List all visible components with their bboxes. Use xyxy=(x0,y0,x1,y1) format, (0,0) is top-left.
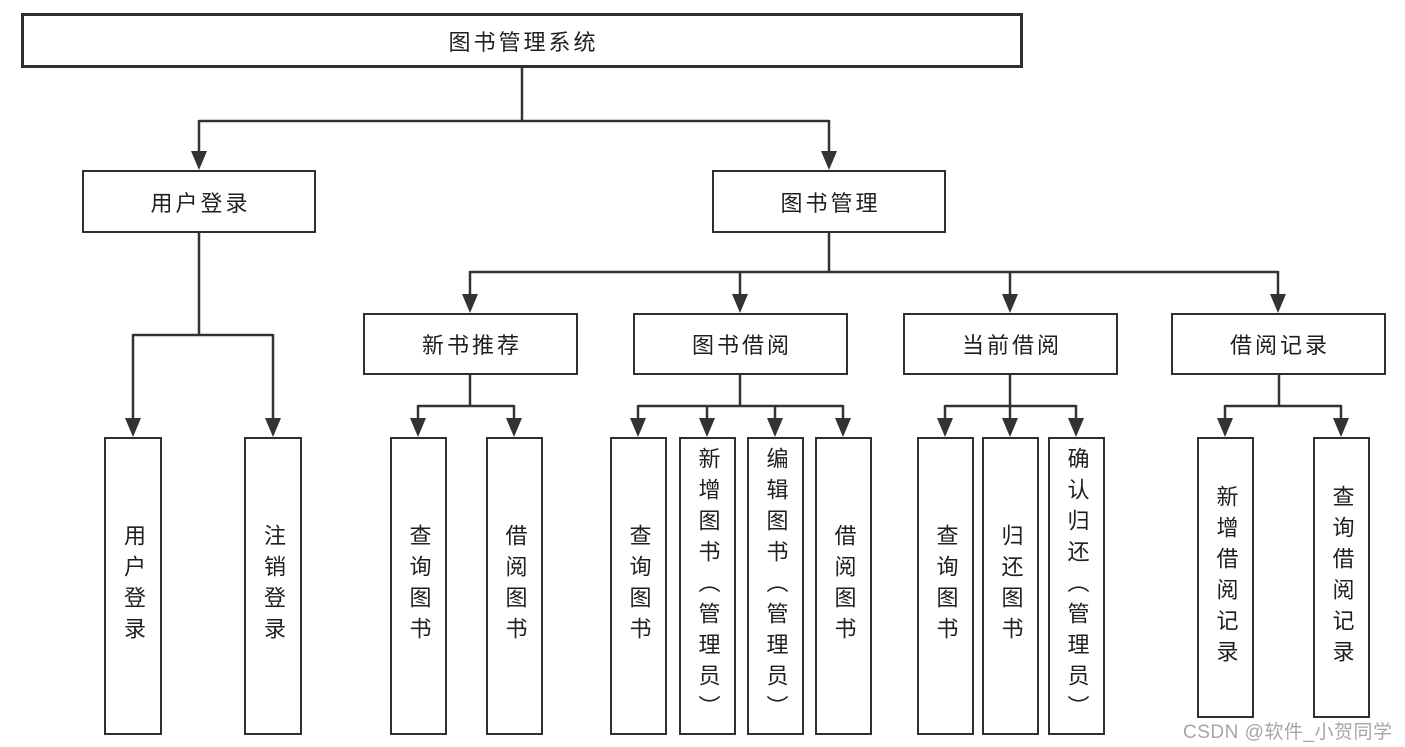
node-new-book-recommend-label: 新书推荐 xyxy=(421,333,522,358)
arrow-down-icons xyxy=(125,151,1349,437)
leaf-query-borrow-record-label: 查询借阅记录 xyxy=(1329,484,1355,671)
leaf-user-login: 用户登录 xyxy=(104,437,162,735)
node-new-book-recommend: 新书推荐 xyxy=(363,313,578,375)
leaf-logout-label: 注销登录 xyxy=(261,524,286,648)
node-book-borrowing: 图书借阅 xyxy=(633,313,848,375)
node-book-management-label: 图书管理 xyxy=(780,190,881,216)
node-current-borrowing: 当前借阅 xyxy=(903,313,1118,375)
leaf-query-borrow-record: 查询借阅记录 xyxy=(1313,437,1370,718)
node-root: 图书管理系统 xyxy=(21,13,1023,68)
leaf-add-borrow-record-label: 新增借阅记录 xyxy=(1213,484,1239,671)
connector-path xyxy=(131,68,1343,421)
leaf-query-books-borrow-label: 查询图书 xyxy=(626,524,652,648)
leaf-add-borrow-record: 新增借阅记录 xyxy=(1197,437,1254,718)
node-user-login: 用户登录 xyxy=(82,170,316,233)
node-book-management: 图书管理 xyxy=(712,170,946,233)
node-current-borrowing-label: 当前借阅 xyxy=(961,333,1062,358)
leaf-return-book-label: 归还图书 xyxy=(998,524,1024,648)
node-book-borrowing-label: 图书借阅 xyxy=(691,333,792,358)
leaf-borrow-books: 借阅图书 xyxy=(815,437,872,735)
leaf-query-books-current-label: 查询图书 xyxy=(933,524,959,648)
leaf-edit-book-admin: 编辑图书（管理员） xyxy=(747,437,804,735)
leaf-confirm-return-admin: 确认归还（管理员） xyxy=(1048,437,1105,735)
leaf-confirm-return-admin-label: 确认归还（管理员） xyxy=(1064,446,1090,726)
leaf-user-login-label: 用户登录 xyxy=(121,524,146,648)
node-root-label: 图书管理系统 xyxy=(448,29,599,55)
node-borrowing-records-label: 借阅记录 xyxy=(1229,333,1330,358)
node-user-login-label: 用户登录 xyxy=(150,190,251,216)
leaf-borrow-books-recommend-label: 借阅图书 xyxy=(502,524,528,648)
leaf-edit-book-admin-label: 编辑图书（管理员） xyxy=(763,446,789,726)
csdn-watermark: CSDN @软件_小贺同学 xyxy=(1183,722,1393,743)
leaf-add-book-admin: 新增图书（管理员） xyxy=(679,437,736,735)
leaf-add-book-admin-label: 新增图书（管理员） xyxy=(695,446,721,726)
node-borrowing-records: 借阅记录 xyxy=(1171,313,1386,375)
leaf-return-book: 归还图书 xyxy=(982,437,1039,735)
leaf-borrow-books-recommend: 借阅图书 xyxy=(486,437,543,735)
leaf-borrow-books-label: 借阅图书 xyxy=(831,524,857,648)
leaf-query-books-recommend: 查询图书 xyxy=(390,437,447,735)
leaf-logout: 注销登录 xyxy=(244,437,302,735)
leaf-query-books-recommend-label: 查询图书 xyxy=(406,524,432,648)
leaf-query-books-current: 查询图书 xyxy=(917,437,974,735)
leaf-query-books-borrow: 查询图书 xyxy=(610,437,667,735)
